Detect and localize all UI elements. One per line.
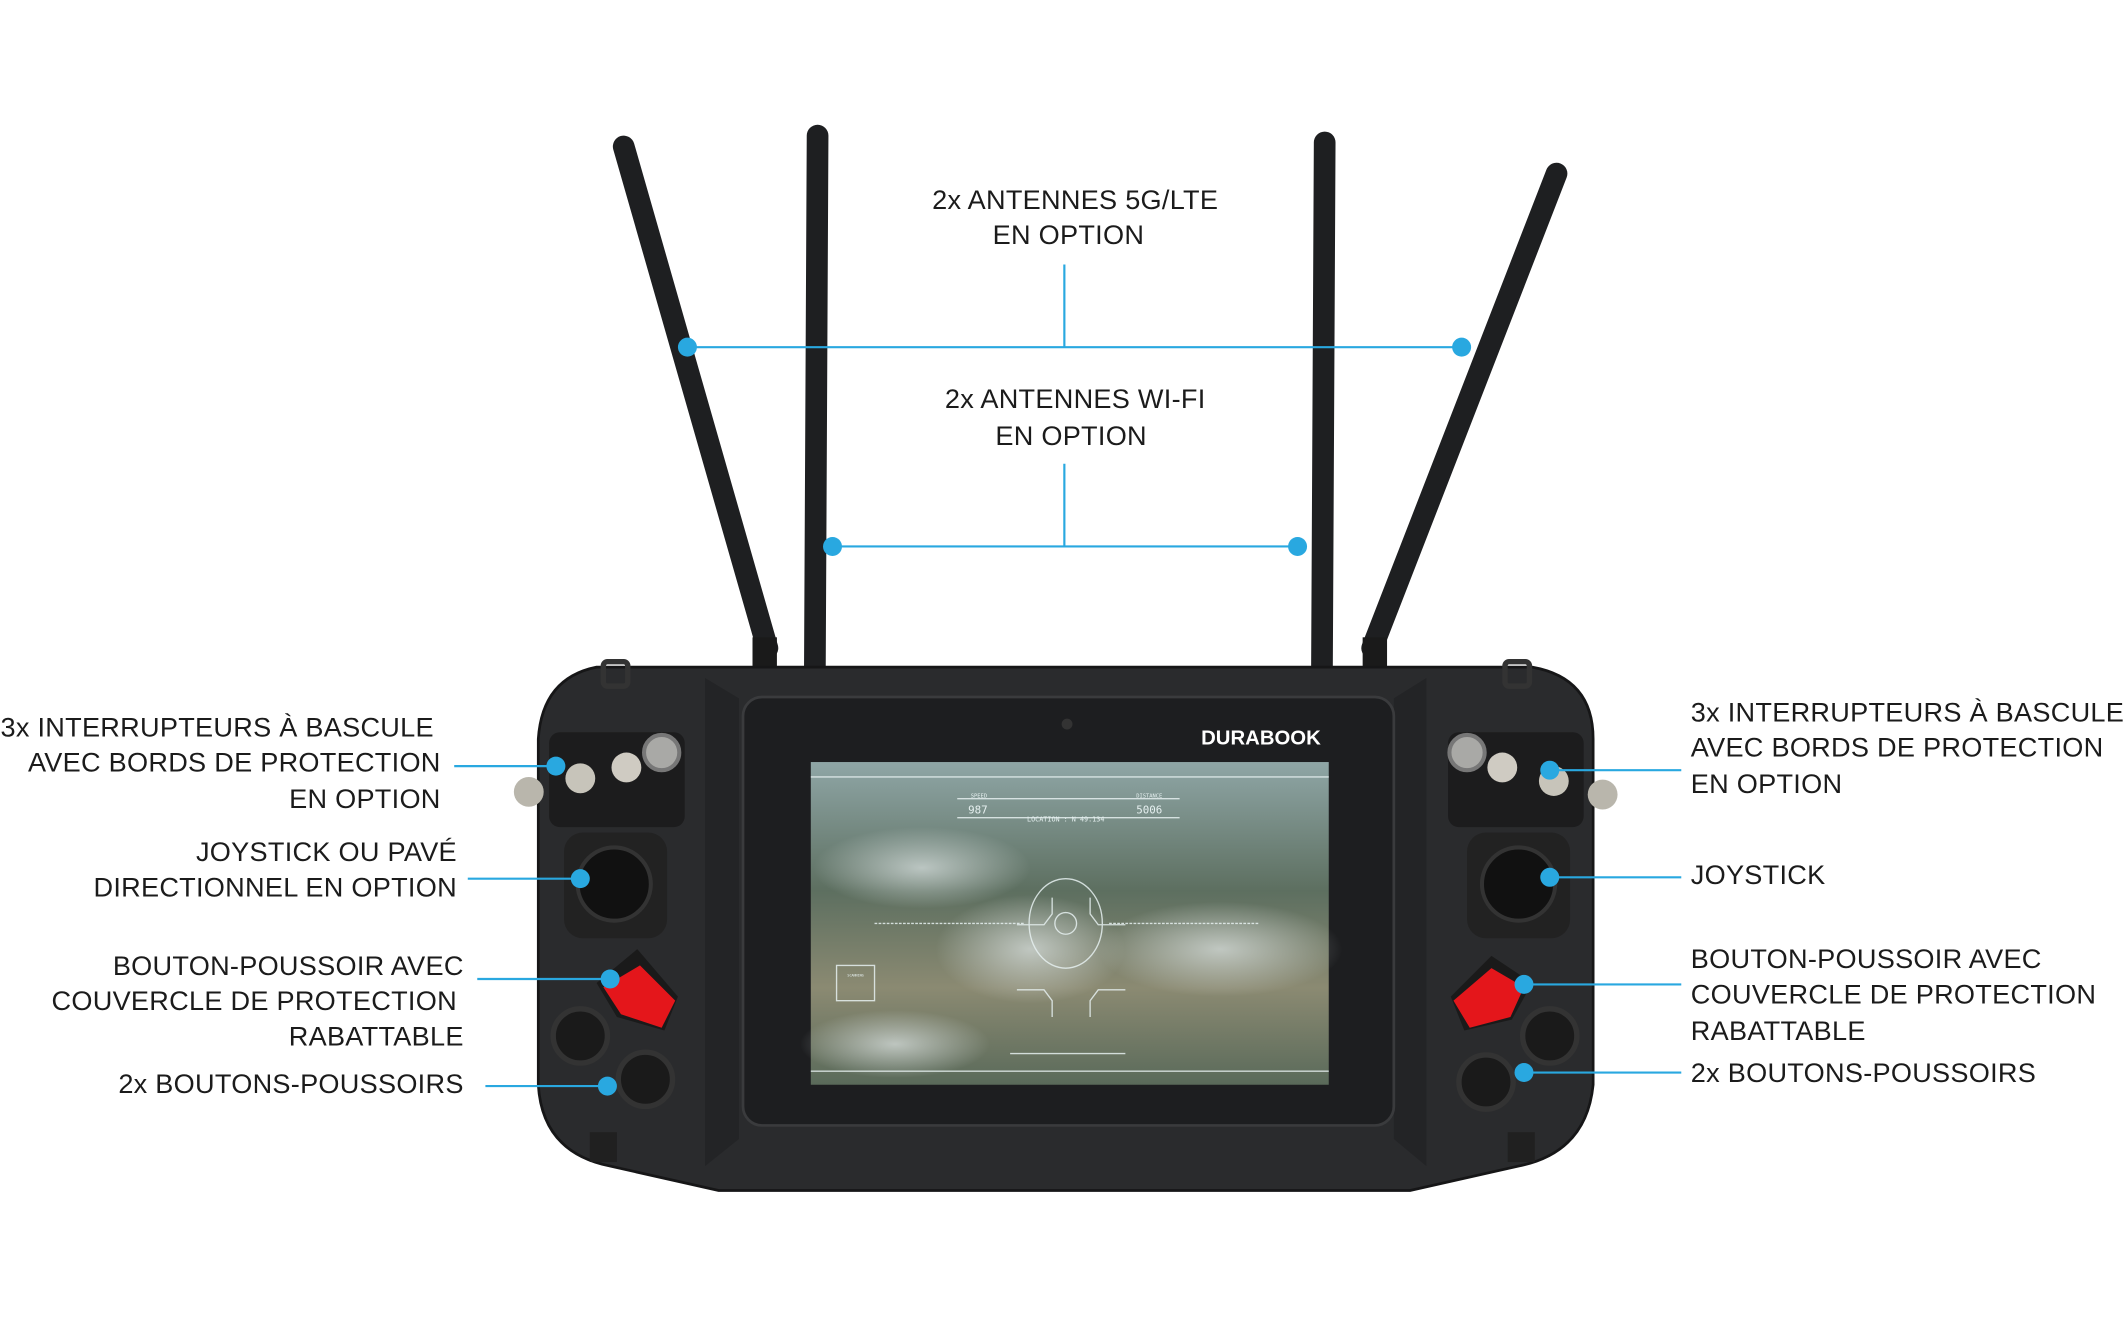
- left-covered-line1: BOUTON-POUSSOIR AVEC: [113, 950, 464, 981]
- left-push-buttons[interactable]: [550, 1006, 676, 1110]
- left-joystick-line1: JOYSTICK OU PAVÉ: [196, 836, 457, 867]
- right-covered-push-button[interactable]: [1450, 955, 1533, 1031]
- antenna-wifi-left: [804, 124, 829, 678]
- left-toggles-line2: AVEC BORDS DE PROTECTION: [28, 747, 441, 778]
- hud-location: LOCATION : N 49.134: [1027, 816, 1104, 824]
- left-joystick-line2: DIRECTIONNEL EN OPTION: [93, 871, 456, 902]
- left-joystick[interactable]: [564, 832, 668, 939]
- callout-right-joystick: JOYSTICK: [1540, 859, 1825, 890]
- callout-5g-line2: EN OPTION: [993, 219, 1145, 250]
- left-covered-line3: RABATTABLE: [289, 1020, 464, 1051]
- hud-speed-value: 987: [968, 804, 988, 817]
- right-toggles-line3: EN OPTION: [1691, 768, 1843, 799]
- antenna-5g-right: [1361, 162, 1568, 659]
- left-toggles-line3: EN OPTION: [289, 783, 441, 814]
- left-covered-line2: COUVERCLE DE PROTECTION: [52, 985, 457, 1016]
- antenna-wifi-right: [1311, 131, 1336, 678]
- callout-left-covered-button: BOUTON-POUSSOIR AVEC COUVERCLE DE PROTEC…: [52, 950, 620, 1051]
- hud-distance-value: 5006: [1136, 804, 1162, 817]
- hud-distance-label: DISTANCE: [1136, 793, 1162, 799]
- callout-left-push-buttons: 2x BOUTONS-POUSSOIRS: [118, 1068, 617, 1099]
- right-joystick[interactable]: [1467, 832, 1571, 939]
- right-covered-line3: RABATTABLE: [1691, 1015, 1866, 1046]
- screen-display[interactable]: SPEED 987 DISTANCE 5006 LOCATION : N 49.…: [799, 762, 1343, 1085]
- right-covered-line2: COUVERCLE DE PROTECTION: [1691, 978, 2096, 1009]
- callout-antennas-wifi: 2x ANTENNES WI-FI EN OPTION: [823, 383, 1308, 556]
- callout-right-push-buttons: 2x BOUTONS-POUSSOIRS: [1514, 1057, 2036, 1088]
- callout-wifi-line2: EN OPTION: [995, 420, 1147, 451]
- callout-antennas-5g: 2x ANTENNES 5G/LTE EN OPTION: [677, 184, 1472, 357]
- callout-left-toggles: 3x INTERRUPTEURS À BASCULE AVEC BORDS DE…: [1, 711, 566, 814]
- brand-logo: DURABOOK: [1201, 727, 1321, 749]
- right-push-buttons[interactable]: [1456, 1006, 1580, 1112]
- right-toggles-line2: AVEC BORDS DE PROTECTION: [1691, 732, 2104, 763]
- right-toggles-line1: 3x INTERRUPTEURS À BASCULE: [1691, 696, 2124, 727]
- left-toggles-line1: 3x INTERRUPTEURS À BASCULE: [1, 711, 434, 742]
- antenna-5g-left: [612, 135, 779, 659]
- callout-wifi-line1: 2x ANTENNES WI-FI: [945, 383, 1206, 414]
- left-push-line1: 2x BOUTONS-POUSSOIRS: [118, 1068, 463, 1099]
- callout-left-joystick: JOYSTICK OU PAVÉ DIRECTIONNEL EN OPTION: [93, 836, 590, 902]
- hud-speed-label: SPEED: [971, 793, 987, 799]
- hud-scanning: SCANNING: [847, 973, 863, 977]
- callout-right-covered-button: BOUTON-POUSSOIR AVEC COUVERCLE DE PROTEC…: [1514, 943, 2096, 1046]
- callout-5g-line1: 2x ANTENNES 5G/LTE: [932, 184, 1218, 215]
- right-covered-line1: BOUTON-POUSSOIR AVEC: [1691, 943, 2042, 974]
- right-push-line1: 2x BOUTONS-POUSSOIRS: [1691, 1057, 2036, 1088]
- callout-right-toggles: 3x INTERRUPTEURS À BASCULE AVEC BORDS DE…: [1540, 696, 2124, 799]
- left-covered-push-button[interactable]: [596, 949, 678, 1031]
- right-joystick-line1: JOYSTICK: [1691, 859, 1826, 890]
- left-toggle-switches[interactable]: [513, 732, 685, 828]
